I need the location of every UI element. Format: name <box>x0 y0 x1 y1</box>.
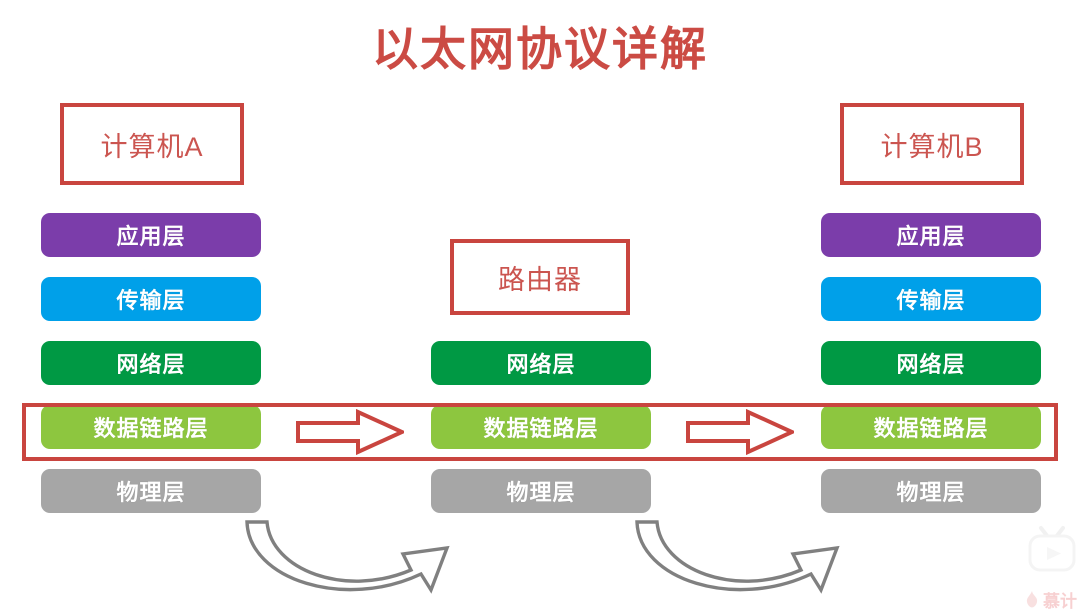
right-arrow-icon-2 <box>686 409 794 455</box>
layer-transport-left: 传输层 <box>41 277 261 321</box>
node-label-computer-a: 计算机A <box>100 131 204 162</box>
layer-stack-computer-a: 应用层 传输层 网络层 数据链路层 物理层 <box>41 213 261 513</box>
layer-label: 数据链路层 <box>93 416 209 441</box>
layer-application-left: 应用层 <box>41 213 261 257</box>
layer-label: 网络层 <box>506 352 576 377</box>
watermark-text-label: 慕计 <box>1043 591 1077 610</box>
layer-label: 物理层 <box>896 480 966 505</box>
node-label-computer-b: 计算机B <box>880 131 984 162</box>
curved-up-arrow-icon-1 <box>245 520 450 594</box>
layer-label: 物理层 <box>506 480 576 505</box>
node-label-router: 路由器 <box>498 264 582 295</box>
node-box-computer-a: 计算机A <box>60 103 244 185</box>
layer-physical-right: 物理层 <box>821 469 1041 513</box>
layer-datalink-right: 数据链路层 <box>821 405 1041 449</box>
node-box-router: 路由器 <box>450 239 630 315</box>
layer-label: 物理层 <box>116 480 186 505</box>
curved-up-arrow-icon-2 <box>635 520 840 594</box>
layer-label: 应用层 <box>116 224 186 249</box>
play-tv-logo-icon <box>1028 526 1076 572</box>
layer-stack-router: 网络层 数据链路层 物理层 <box>431 341 651 513</box>
layer-datalink-left: 数据链路层 <box>41 405 261 449</box>
layer-label: 应用层 <box>896 224 966 249</box>
layer-network-right: 网络层 <box>821 341 1041 385</box>
layer-datalink-middle: 数据链路层 <box>431 405 651 449</box>
layer-label: 数据链路层 <box>483 416 599 441</box>
layer-stack-computer-b: 应用层 传输层 网络层 数据链路层 物理层 <box>821 213 1041 513</box>
layer-label: 传输层 <box>896 288 966 313</box>
watermark-label: 慕计 <box>1024 588 1080 610</box>
layer-label: 传输层 <box>116 288 186 313</box>
layer-physical-middle: 物理层 <box>431 469 651 513</box>
layer-network-left: 网络层 <box>41 341 261 385</box>
node-box-computer-b: 计算机B <box>840 103 1024 185</box>
layer-label: 网络层 <box>116 352 186 377</box>
flame-icon <box>1026 591 1038 608</box>
layer-network-middle: 网络层 <box>431 341 651 385</box>
right-arrow-icon-1 <box>296 409 404 455</box>
layer-label: 数据链路层 <box>873 416 989 441</box>
page-title: 以太网协议详解 <box>372 23 708 75</box>
layer-label: 网络层 <box>896 352 966 377</box>
layer-transport-right: 传输层 <box>821 277 1041 321</box>
layer-application-right: 应用层 <box>821 213 1041 257</box>
layer-physical-left: 物理层 <box>41 469 261 513</box>
